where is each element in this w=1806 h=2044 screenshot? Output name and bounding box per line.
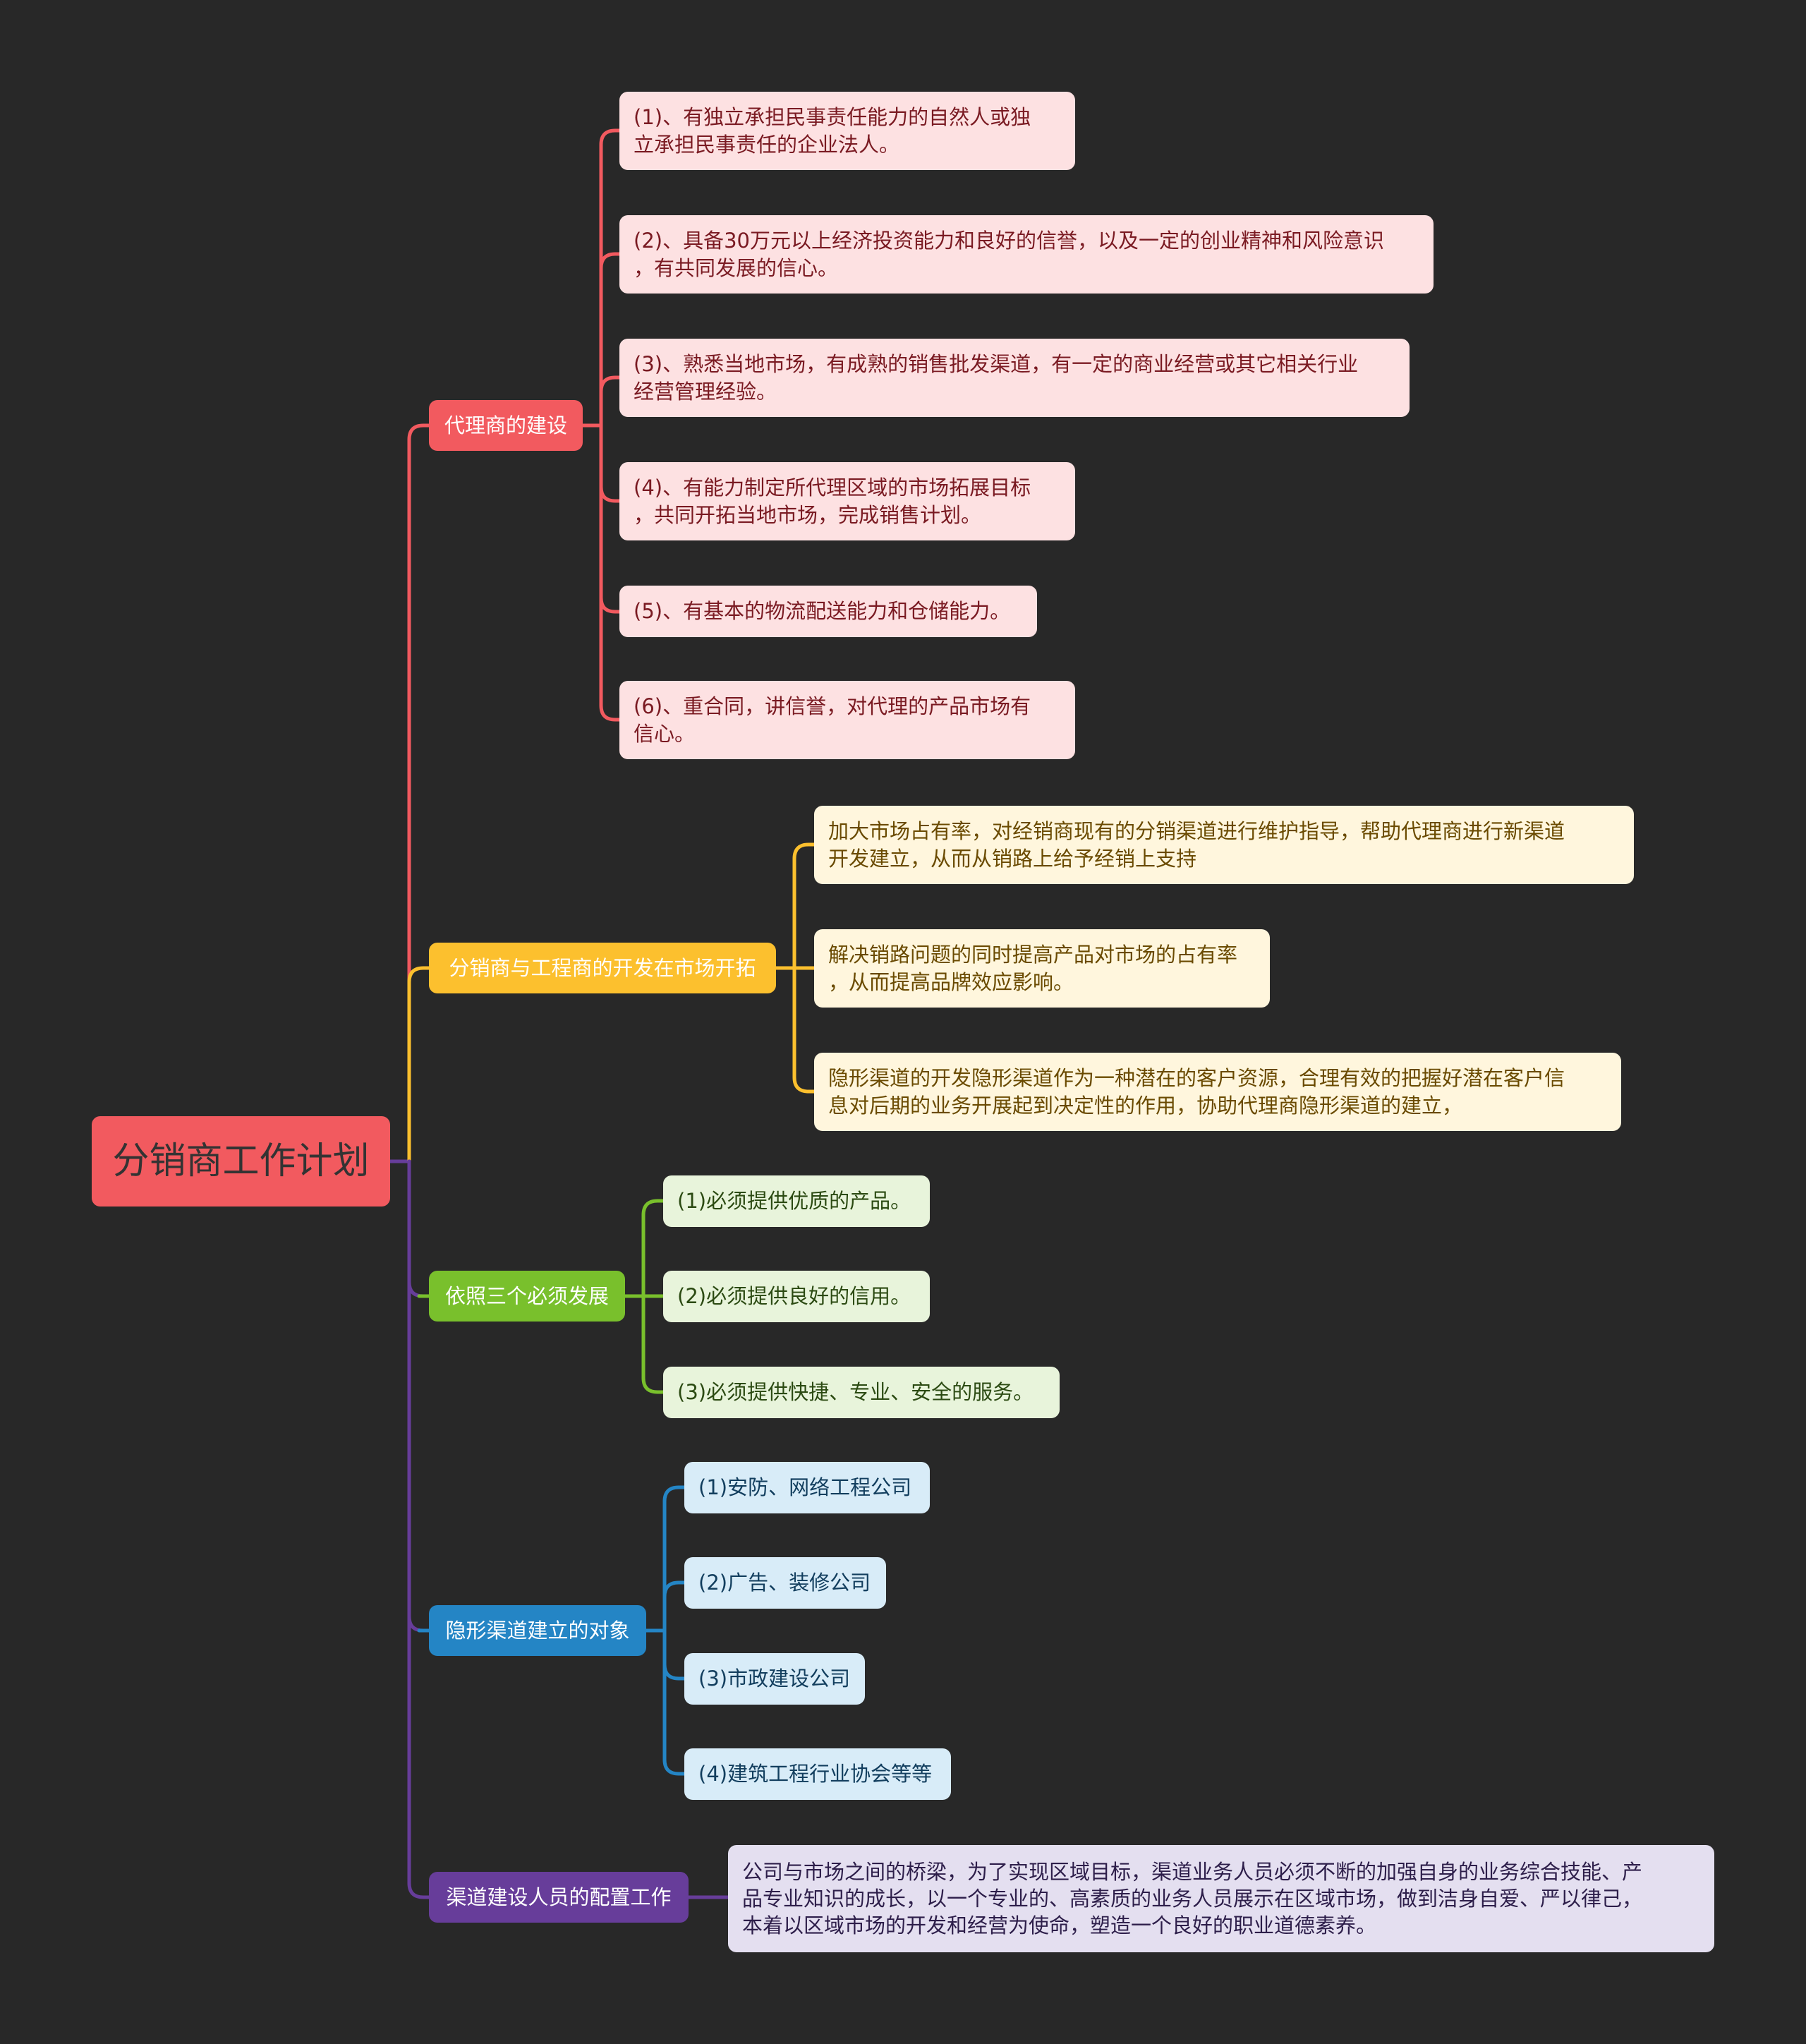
- leaf-agent-3[interactable]: (3)、熟悉当地市场，有成熟的销售批发渠道，有一定的商业经营或其它相关行业 经营…: [619, 339, 1410, 417]
- b0-link-c5: [599, 423, 622, 722]
- branch-staff-allocation[interactable]: 渠道建设人员的配置工作: [429, 1872, 689, 1923]
- leaf-target-4[interactable]: (4)建筑工程行业协会等等: [684, 1748, 951, 1800]
- trunk-link-b1: [407, 966, 431, 1163]
- b0-link-c3: [599, 423, 622, 503]
- leaf-market-2[interactable]: 解决销路问题的同时提高产品对市场的占有率 ，从而提高品牌效应影响。: [814, 929, 1270, 1008]
- leaf-market-3[interactable]: 隐形渠道的开发隐形渠道作为一种潜在的客户资源，合理有效的把握好潜在客户信 息对后…: [814, 1053, 1621, 1131]
- leaf-agent-1[interactable]: (1)、有独立承担民事责任能力的自然人或独 立承担民事责任的企业法人。: [619, 92, 1075, 170]
- leaf-target-3[interactable]: (3)市政建设公司: [684, 1653, 865, 1705]
- b0-link-c0: [581, 128, 622, 428]
- leaf-must-3[interactable]: (3)必须提供快捷、专业、安全的服务。: [663, 1367, 1060, 1418]
- branch-agent-construction[interactable]: 代理商的建设: [429, 400, 583, 451]
- b0-link-c1: [599, 252, 622, 428]
- trunk-link-b0: [407, 423, 431, 1163]
- b1-link-c0: [774, 842, 816, 970]
- leaf-target-2[interactable]: (2)广告、装修公司: [684, 1557, 886, 1609]
- trunk-link-b2: [407, 1159, 431, 1298]
- b3-link-c2: [662, 1628, 686, 1681]
- leaf-must-1[interactable]: (1)必须提供优质的产品。: [663, 1175, 930, 1227]
- branch-hidden-channel-targets[interactable]: 隐形渠道建立的对象: [429, 1605, 646, 1656]
- b1-link-c2: [792, 966, 816, 1094]
- trunk-link-b3: [407, 1159, 431, 1633]
- b0-link-c4: [599, 423, 622, 614]
- trunk-link-b4: [407, 1159, 431, 1899]
- branch-market-development[interactable]: 分销商与工程商的开发在市场开拓: [429, 943, 776, 993]
- leaf-market-1[interactable]: 加大市场占有率，对经销商现有的分销渠道进行维护指导，帮助代理商进行新渠道 开发建…: [814, 806, 1634, 884]
- leaf-agent-5[interactable]: (5)、有基本的物流配送能力和仓储能力。: [619, 586, 1037, 637]
- b3-link-c3: [662, 1628, 686, 1776]
- leaf-agent-6[interactable]: (6)、重合同，讲信誉，对代理的产品市场有 信心。: [619, 681, 1075, 759]
- b3-link-c1: [662, 1580, 686, 1633]
- root-topic[interactable]: 分销商工作计划: [92, 1116, 390, 1207]
- leaf-agent-4[interactable]: (4)、有能力制定所代理区域的市场拓展目标 ，共同开拓当地市场，完成销售计划。: [619, 462, 1075, 540]
- leaf-must-2[interactable]: (2)必须提供良好的信用。: [663, 1271, 930, 1322]
- b2-link-c2: [641, 1294, 665, 1394]
- leaf-target-1[interactable]: (1)安防、网络工程公司: [684, 1462, 930, 1513]
- leaf-staff-1[interactable]: 公司与市场之间的桥梁，为了实现区域目标，渠道业务人员必须不断的加强自身的业务综合…: [728, 1845, 1714, 1952]
- leaf-agent-2[interactable]: (2)、具备30万元以上经济投资能力和良好的信誉，以及一定的创业精神和风险意识 …: [619, 215, 1434, 294]
- branch-three-musts[interactable]: 依照三个必须发展: [429, 1271, 625, 1322]
- b0-link-c2: [599, 375, 622, 428]
- b2-link-c0: [623, 1199, 665, 1298]
- b3-link-c0: [644, 1485, 686, 1633]
